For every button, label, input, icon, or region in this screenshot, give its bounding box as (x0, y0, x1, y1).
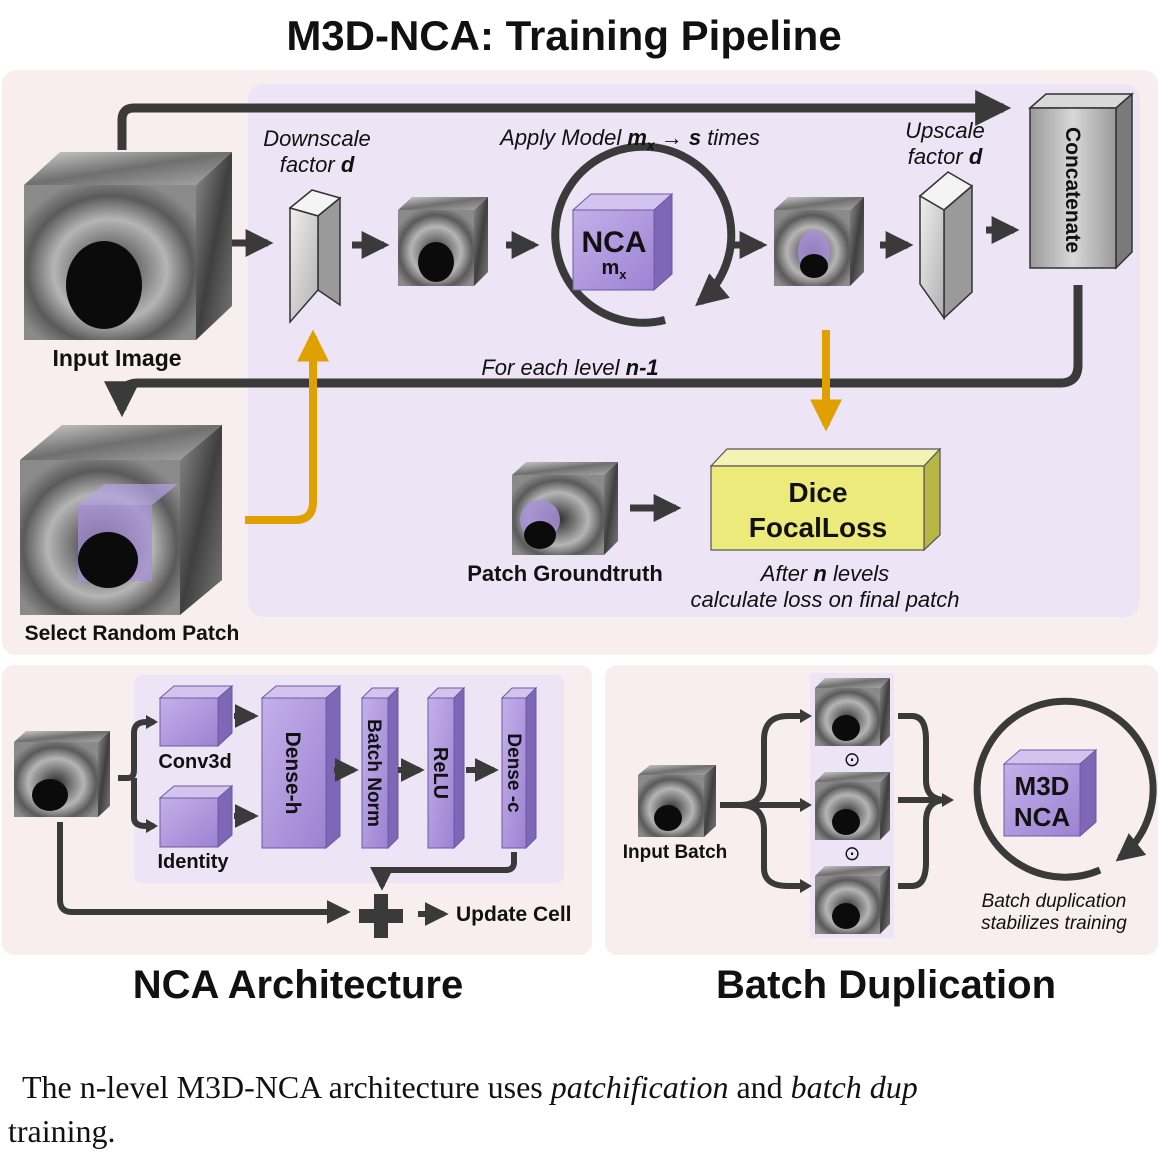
batch-copy-1 (815, 678, 890, 746)
arch-split-brace (118, 719, 154, 829)
conv3d-block (158, 684, 234, 748)
batch-norm-block (360, 686, 400, 850)
nca-var-label: mx (601, 257, 627, 282)
input-image-label: Input Image (52, 345, 181, 371)
batch-note-line1: Batch duplication (982, 891, 1127, 912)
concatenate-block (1028, 92, 1134, 270)
odot-symbol-2: ⊙ (844, 843, 861, 865)
apply-model-label: Apply Model mx → s times (498, 125, 760, 153)
dense-c-label: Dense -c (503, 733, 524, 813)
nca-block (571, 192, 674, 292)
batch-merge-tip (942, 793, 954, 807)
batch-copy-2 (815, 772, 890, 840)
relu-label: ReLU (429, 747, 451, 799)
loss-label-line2: FocalLoss (749, 512, 887, 543)
after-n-levels-label: After n levels (759, 561, 889, 586)
identity-block (158, 784, 234, 849)
add-icon (359, 894, 403, 938)
m3d-label: M3D (1015, 771, 1070, 801)
dense-h-label: Dense-h (281, 732, 304, 815)
patch-to-downscale-arrow (245, 329, 329, 524)
conv3d-label: Conv3d (158, 751, 231, 773)
caption-line2: training. (8, 1113, 116, 1149)
relu-block (426, 686, 466, 850)
odot-symbol-1: ⊙ (844, 749, 861, 771)
upscale-label-line1: Upscale (905, 118, 984, 143)
select-patch-cube (20, 425, 222, 615)
level-loop-arrow (104, 285, 1083, 418)
skip-connection-arrow (117, 90, 1012, 150)
pipeline-title: M3D-NCA: Training Pipeline (286, 12, 841, 59)
patch-groundtruth-cube (512, 462, 618, 555)
nca-loop-arrow (551, 142, 736, 327)
densec-to-add-arrow (370, 852, 517, 891)
batch-arrow-tip-3 (800, 879, 812, 893)
arch-input-cube (14, 731, 110, 817)
dense-c-block (500, 686, 538, 850)
segmented-output-cube (774, 197, 864, 286)
batch-norm-label: Batch Norm (363, 719, 384, 827)
dense-h-block (260, 684, 342, 850)
downscaled-image-cube (398, 197, 488, 286)
calculate-loss-label: calculate loss on final patch (690, 587, 959, 612)
for-each-level-label: For each level n-1 (481, 355, 658, 380)
concatenate-label: Concatenate (1061, 127, 1084, 253)
downscale-label-line1: Downscale (263, 126, 371, 151)
caption-line1: The n-level M3D-NCA architecture uses pa… (22, 1069, 918, 1105)
arch-brace-tip-bottom (146, 819, 158, 833)
patch-groundtruth-label: Patch Groundtruth (467, 561, 663, 586)
batch-copy-3 (815, 866, 890, 934)
input-batch-cube (638, 765, 716, 837)
identity-label: Identity (157, 851, 229, 873)
loss-block (709, 447, 942, 552)
m3d-nca-block (1002, 748, 1098, 838)
loss-label-line1: Dice (788, 477, 847, 508)
input-batch-label: Input Batch (623, 842, 728, 863)
batch-note-line2: stabilizes training (981, 913, 1127, 934)
skip-to-add-arrow (57, 822, 351, 924)
m3d-nca-label: NCA (1014, 802, 1071, 832)
nca-label: NCA (582, 226, 647, 259)
batch-merge-arrows (898, 713, 947, 889)
upscale-block (918, 171, 974, 321)
downscale-block (288, 189, 342, 324)
arch-brace-tip-top (146, 715, 158, 729)
architecture-title: NCA Architecture (133, 963, 463, 1007)
select-patch-label: Select Random Patch (25, 622, 240, 645)
update-cell-label: Update Cell (456, 903, 572, 926)
batch-arrow-tip-2 (800, 798, 812, 812)
batch-title: Batch Duplication (716, 963, 1056, 1007)
batch-arrow-tip-1 (800, 709, 812, 723)
upscale-label-line2: factor d (908, 144, 983, 169)
m3d-loop-arrow (973, 697, 1157, 881)
batch-branch-arrows (720, 713, 804, 889)
input-image-cube (24, 152, 232, 340)
downscale-label-line2: factor d (280, 152, 355, 177)
